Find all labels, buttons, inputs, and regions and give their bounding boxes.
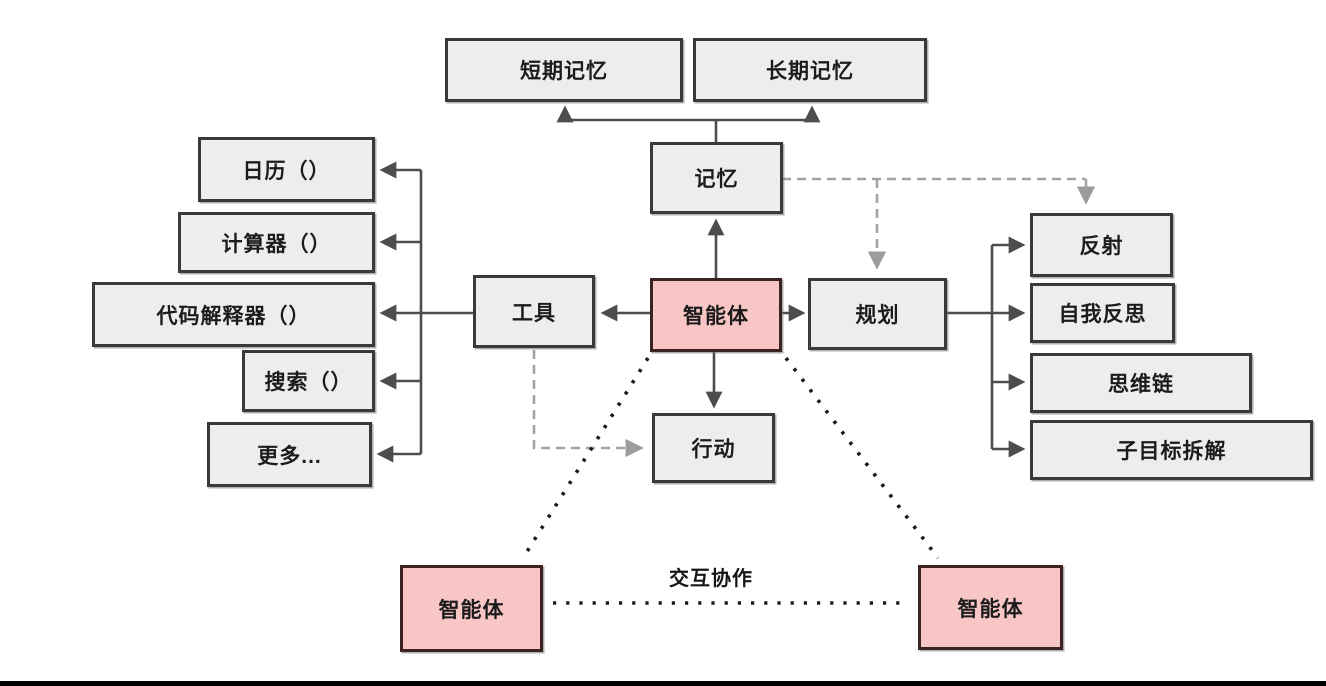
node-chain-of-thought: 思维链 [1030, 353, 1252, 413]
node-search-label: 搜索（） [264, 371, 353, 394]
node-planning-label: 规划 [855, 304, 900, 327]
node-code-interpreter-label: 代码解释器（） [156, 304, 311, 328]
dashed-connectors [532, 177, 1096, 458]
node-memory-label: 记忆 [694, 168, 739, 191]
node-chain-of-thought-label: 思维链 [1108, 373, 1174, 396]
node-agent-bottom-left-label: 智能体 [438, 598, 505, 622]
edge-agent-to-agent-left [521, 357, 650, 559]
dotted-connectors [521, 356, 940, 605]
node-search: 搜索（） [242, 350, 375, 412]
solid-connectors [376, 105, 1026, 463]
node-short-term-memory: 短期记忆 [445, 38, 683, 102]
node-tools: 工具 [473, 275, 595, 348]
node-more: 更多... [207, 422, 372, 487]
node-action-label: 行动 [691, 438, 736, 461]
node-agent-bottom-left: 智能体 [400, 565, 543, 652]
node-memory: 记忆 [650, 142, 783, 214]
node-long-term-memory: 长期记忆 [693, 38, 927, 102]
node-short-term-memory-label: 短期记忆 [520, 60, 608, 83]
node-reflection-label: 反射 [1079, 235, 1124, 258]
node-agent-bottom-right-label: 智能体 [957, 597, 1024, 621]
node-calculator: 计算器（） [178, 212, 375, 273]
node-self-reflection-label: 自我反思 [1058, 303, 1147, 326]
node-subgoal-decomposition-label: 子目标拆解 [1116, 440, 1227, 463]
node-planning: 规划 [808, 278, 947, 350]
node-calculator-label: 计算器（） [221, 232, 332, 256]
node-long-term-memory-label: 长期记忆 [766, 60, 854, 83]
node-agent-bottom-right: 智能体 [918, 565, 1063, 650]
node-action: 行动 [652, 413, 775, 483]
node-reflection: 反射 [1030, 213, 1173, 277]
node-code-interpreter: 代码解释器（） [92, 282, 375, 347]
node-self-reflection: 自我反思 [1030, 283, 1175, 343]
interaction-collaboration-label: 交互协作 [669, 568, 753, 590]
node-calendar: 日历（） [198, 137, 375, 202]
edge-tools-to-action [532, 350, 644, 458]
node-agent-center: 智能体 [650, 278, 782, 352]
node-more-label: 更多... [257, 444, 322, 468]
node-subgoal-decomposition: 子目标拆解 [1030, 420, 1313, 480]
node-tools-label: 工具 [512, 301, 556, 325]
node-calendar-label: 日历（） [242, 159, 331, 183]
edge-agent-to-agent-right [784, 356, 940, 560]
node-agent-center-label: 智能体 [683, 305, 749, 328]
bottom-divider-line [0, 681, 1326, 686]
